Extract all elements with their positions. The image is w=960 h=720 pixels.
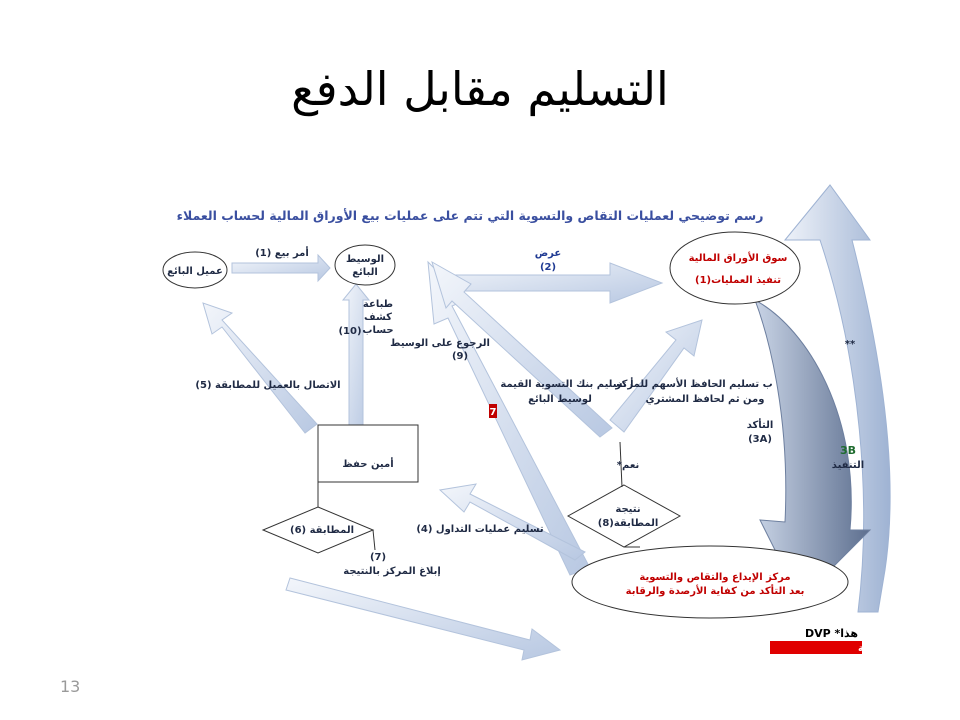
label-yes: نعم*	[617, 460, 639, 471]
arrow-contact-client	[202, 302, 318, 434]
curved-arrow-inner	[754, 298, 872, 601]
label-refer-1: الرجوع على الوسيط	[390, 338, 490, 349]
label-execute-num: 3B	[840, 444, 856, 457]
broker-label-2: البائع	[352, 267, 378, 278]
clearing-center-label-2: بعد التأكد من كفاية الأرصدة والرقابة	[626, 584, 805, 597]
matching-node	[261, 506, 375, 554]
match-result-label-1: نتيجة	[615, 504, 640, 515]
label-custodian-shares-1: ب تسليم الحافظ الأسهم للمركز	[614, 377, 772, 390]
broker-node	[334, 244, 396, 286]
label-print-3: حساب	[362, 325, 393, 336]
label-bank-2: لوسيط البائع	[528, 394, 592, 405]
client-seller-node	[162, 251, 228, 289]
clearing-center-node	[571, 545, 849, 619]
client-seller-label: عميل البائع	[167, 266, 223, 277]
label-confirm-2: (3A)	[748, 434, 772, 445]
label-stars: **	[845, 339, 856, 350]
curved-arrow-outer	[783, 184, 891, 613]
market-node	[669, 231, 801, 305]
label-execute: التنفيذ	[832, 460, 864, 471]
label-offer-2: (2)	[540, 262, 556, 273]
arrow-sell-order	[231, 253, 331, 283]
arrow-bank-settlement	[431, 260, 613, 438]
match-result-node	[566, 484, 682, 548]
market-label-2: تنفيذ العمليات(1)	[695, 275, 781, 286]
label-deliver-trades: تسليم عمليات التداول (4)	[416, 524, 544, 535]
clearing-center-label-1: مركز الإيداع والتقاص والتسوية	[639, 572, 790, 583]
diagram-heading: رسم توضيحي لعمليات التقاص والتسوية التي …	[177, 208, 764, 223]
broker-label-1: الوسيط	[346, 254, 384, 265]
connector-result-up	[619, 441, 623, 488]
badge-seven	[489, 404, 497, 418]
slide-number: 13	[60, 677, 81, 696]
custodian-node	[317, 424, 419, 483]
label-confirm-1: التأكد	[747, 418, 774, 431]
label-notify-2: إبلاغ المركز بالنتيجة	[343, 566, 441, 577]
label-custodian-shares-2: ومن ثم لحافظ المشتري	[646, 394, 765, 405]
arrow-notify-center	[285, 577, 562, 661]
arrow-print-statement	[341, 283, 371, 426]
label-print-num: (10)	[338, 326, 361, 337]
label-bank-1: أ تسليم بنك التسوية القيمة	[500, 377, 633, 390]
slide-title: التسليم مقابل الدفع	[291, 62, 669, 116]
connector-matching-notify	[372, 529, 376, 551]
note-see-badge	[770, 641, 862, 654]
label-contact-client: الاتصال بالعميل للمطابقة (5)	[195, 380, 340, 391]
custodian-label: أمين حفظ	[342, 457, 393, 470]
match-result-label-2: المطابقة(8)	[598, 518, 659, 529]
label-refer-2: (9)	[452, 351, 468, 362]
arrow-deliver-trades	[438, 483, 586, 561]
market-label-1: سوق الأوراق المالية	[689, 251, 788, 264]
note-dvp: DVP *هذا	[805, 627, 858, 640]
note-see: **انظر الصفحة التالية	[858, 643, 960, 654]
label-print-2: كشف	[364, 312, 392, 323]
label-offer-1: عرض	[535, 248, 562, 259]
label-seven: 7	[490, 407, 497, 418]
label-notify-1: (7)	[370, 552, 386, 563]
label-print-1: طباعة	[363, 299, 393, 310]
arrow-custodian-shares	[609, 319, 703, 433]
label-sell-order: أمر بيع (1)	[255, 246, 309, 259]
matching-label: المطابقة (6)	[290, 525, 354, 536]
